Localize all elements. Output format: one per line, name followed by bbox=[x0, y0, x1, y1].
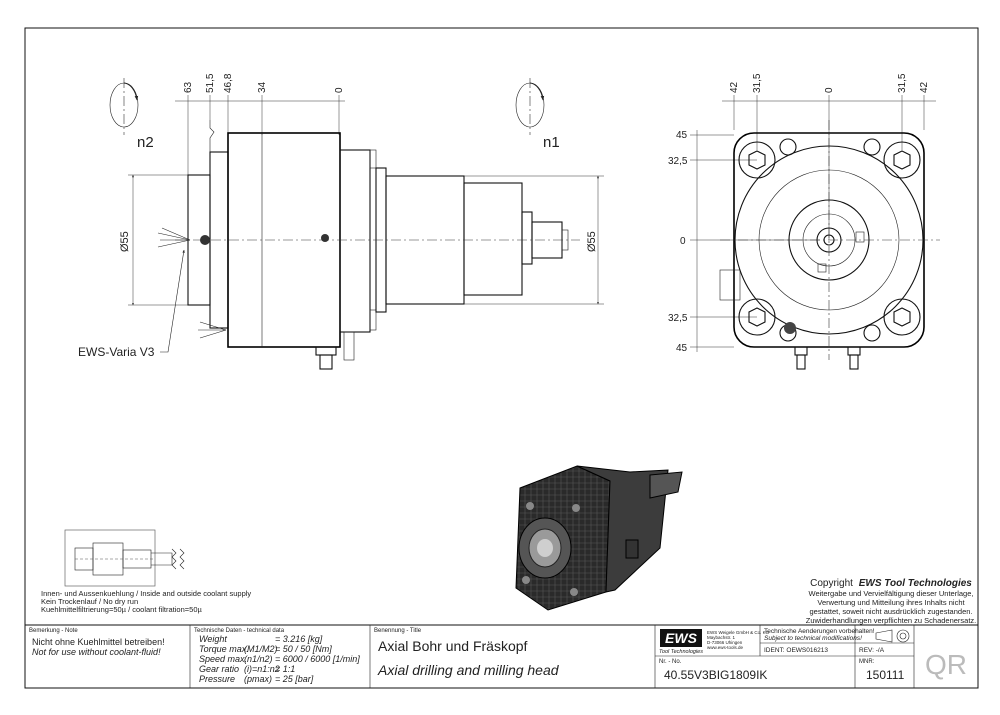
isometric-view bbox=[515, 465, 683, 611]
front-top-dims: 42 31,5 0 31,5 42 bbox=[729, 73, 930, 93]
svg-text:Copyright EWS Tool Techn: Copyright EWS Tool Technologies bbox=[810, 578, 972, 589]
side-top-dims: 63 51,5 46,8 34 0 bbox=[183, 73, 345, 93]
qr-placeholder: QR bbox=[925, 649, 967, 680]
dim-42-left: 42 bbox=[729, 81, 740, 93]
note-de: Nicht ohne Kuehlmittel betreiben! bbox=[32, 637, 165, 647]
copyright-line-1: Weitergabe und Vervielfältigung dieser U… bbox=[809, 589, 974, 598]
diameter-left: Ø55 bbox=[119, 231, 131, 252]
mnr-label: MNR: bbox=[859, 659, 875, 665]
front-view: 42 31,5 0 31,5 42 45 32,5 0 32,5 45 bbox=[668, 73, 940, 370]
ews-logo: EWS Tool Technologies bbox=[659, 629, 703, 655]
tech-speed-sym: (n1/n2) bbox=[244, 654, 273, 664]
company-line-2: Maybachstr. 1 bbox=[707, 635, 736, 640]
rev: REV: -/A bbox=[859, 647, 885, 654]
dim-45-bottom: 45 bbox=[676, 343, 688, 354]
modif-en: Subject to technical modifications! bbox=[764, 635, 862, 642]
dim-63: 63 bbox=[183, 81, 194, 93]
copyright-brand: EWS Tool Technologies bbox=[859, 578, 973, 589]
ident: IDENT: OEWS016213 bbox=[764, 647, 828, 654]
coolant-note-1: Innen- und Aussenkuehlung / Inside and o… bbox=[41, 589, 251, 598]
diameter-right: Ø55 bbox=[586, 231, 598, 252]
projection-symbol-icon bbox=[875, 629, 910, 643]
copyright-prefix: Copyright bbox=[810, 578, 853, 589]
note-header: Bemerkung - Note bbox=[29, 628, 78, 634]
tech-speed-value: = 6000 / 6000 [1/min] bbox=[275, 654, 360, 664]
copyright-line-3: gestattet, soweit nicht ausdrücklich zug… bbox=[809, 607, 972, 616]
title-de: Axial Bohr und Fräskopf bbox=[378, 638, 528, 654]
coolant-jet-icon bbox=[157, 227, 227, 339]
callout-ews-varia: EWS-Varia V3 bbox=[78, 345, 155, 359]
logo-sub: Tool Technologies bbox=[659, 649, 703, 655]
dim-51-5: 51,5 bbox=[205, 73, 216, 93]
tech-torque-value: = 50 / 50 [Nm] bbox=[275, 644, 332, 654]
tech-pressure-value: = 25 [bar] bbox=[275, 674, 314, 684]
rotation-n1-icon bbox=[515, 78, 545, 135]
copyright-line-2: Verwertung und Mitteilung ihres Inhalts … bbox=[817, 598, 965, 607]
title-en: Axial drilling and milling head bbox=[377, 662, 560, 678]
title-block: Bemerkung - Note Nicht ohne Kuehlmittel … bbox=[24, 624, 979, 689]
tech-torque-sym: (M1/M2) bbox=[244, 644, 278, 654]
flange-screws bbox=[738, 138, 921, 342]
mnr-value: 150111 bbox=[866, 668, 905, 682]
tech-header: Technische Daten - technical data bbox=[194, 628, 285, 634]
dim-0: 0 bbox=[334, 87, 345, 93]
dim-31-5-right: 31,5 bbox=[897, 73, 908, 93]
side-view: n2 63 51,5 46,8 34 0 Ø55 bbox=[78, 73, 604, 370]
dim-32-5-top: 32,5 bbox=[668, 156, 688, 167]
dim-42-right: 42 bbox=[919, 81, 930, 93]
tech-gear-value: = 1:1 bbox=[275, 664, 295, 674]
title-header: Benennung - Title bbox=[374, 628, 422, 634]
part-number: 40.55V3BIG1809IK bbox=[664, 668, 767, 682]
dim-32-5-bottom: 32,5 bbox=[668, 313, 688, 324]
tech-weight-value: = 3.216 [kg] bbox=[275, 634, 323, 644]
dim-46-8: 46,8 bbox=[223, 73, 234, 93]
tech-weight-label: Weight bbox=[199, 634, 227, 644]
tech-speed-label: Speed max. bbox=[199, 654, 247, 664]
tech-torque-label: Torque max. bbox=[199, 644, 249, 654]
modif-de: Technische Aenderungen vorbehalten! bbox=[764, 628, 875, 635]
note-en: Not for use without coolant-fluid! bbox=[32, 647, 161, 657]
coolant-note-3: Kuehlmittelfiltrierung=50µ / coolant fil… bbox=[41, 605, 202, 614]
copyright-notice: Copyright EWS Tool Technologies Weiterga… bbox=[806, 578, 977, 625]
coolant-note-2: Kein Trockenlauf / No dry run bbox=[41, 597, 138, 606]
tech-pressure-sym: (pmax) bbox=[244, 674, 272, 684]
dim-0-top: 0 bbox=[824, 87, 835, 93]
front-left-dims: 45 32,5 0 32,5 45 bbox=[668, 130, 688, 354]
dim-0-left: 0 bbox=[680, 236, 686, 247]
tech-gear-sym: (i)=n1:n2 bbox=[244, 664, 280, 674]
rotation-label-n2: n2 bbox=[137, 134, 154, 151]
company-line-1: EWS Weigele GmbH & Co. KG bbox=[707, 630, 770, 635]
nr-label: Nr. - No. bbox=[659, 659, 682, 665]
company-line-4: www.ews-tools.de bbox=[707, 645, 744, 650]
dim-31-5-left: 31,5 bbox=[752, 73, 763, 93]
rotation-n2-icon bbox=[109, 78, 139, 135]
dim-45-top: 45 bbox=[676, 130, 688, 141]
tech-pressure-label: Pressure bbox=[199, 674, 235, 684]
dim-34: 34 bbox=[257, 81, 268, 93]
company-line-3: D-73066 Uhingen bbox=[707, 640, 743, 645]
tech-gear-label: Gear ratio bbox=[199, 664, 239, 674]
coolant-diagram-icon bbox=[64, 529, 185, 587]
rotation-label-n1: n1 bbox=[543, 134, 560, 151]
copyright-line-4: Zuwiderhandlungen verpflichten zu Schade… bbox=[806, 616, 977, 625]
logo-text: EWS bbox=[665, 630, 698, 646]
